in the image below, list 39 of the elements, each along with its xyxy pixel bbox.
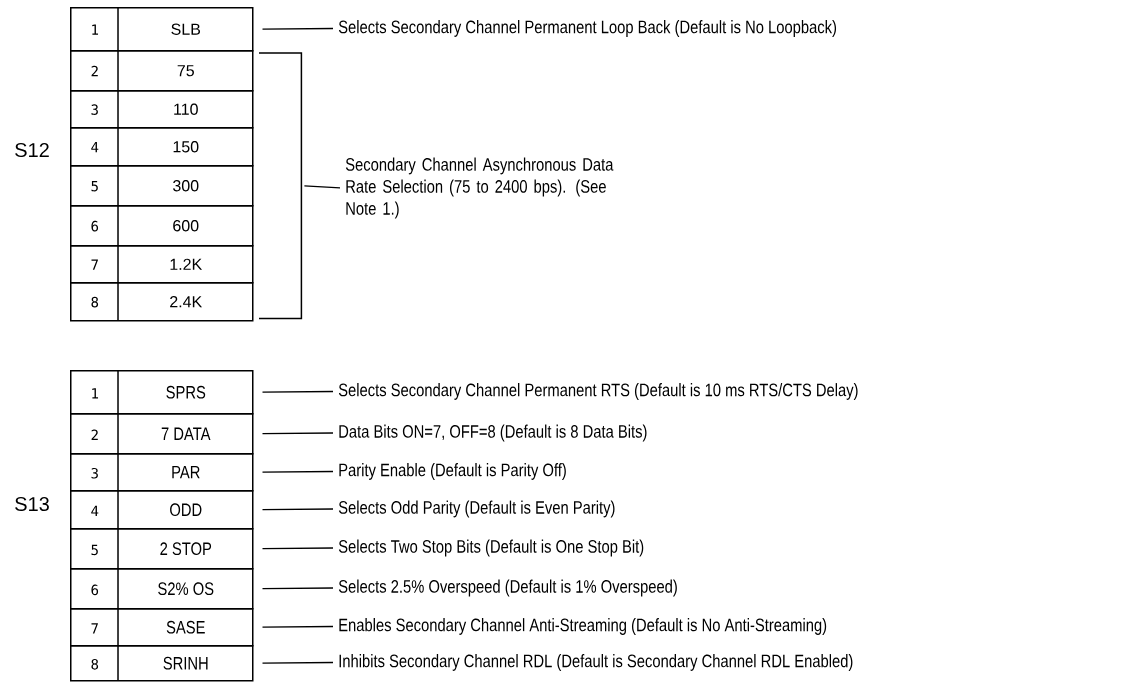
switch-row: 7 SASE [70,607,254,647]
description-text: Selects Odd Parity (Default is Even Parity) [338,500,615,518]
leader-line [261,625,334,628]
switch-row: 1 SLB [70,6,254,52]
leader-line [261,547,334,550]
leader-line [303,185,341,189]
description-text: Selects Secondary Channel Permanent RTS (Default is 10 ms RTS/CTS Delay) [338,383,858,400]
description-text: Selects 2.5% Overspeed (Default is 1% Overspeed) [338,579,677,597]
leader-line [261,390,334,393]
description-text: Data Bits ON=7, OFF=8 (Default is 8 Data Bits) [339,424,647,442]
switch-row: 4 ODD [70,489,254,530]
switch-row: 3 PAR [70,452,254,492]
switch-row: 7 1.2K [70,244,254,284]
leader-line [261,432,334,435]
leader-line [261,661,334,664]
switch-row: 5 2 STOP [70,527,254,570]
description-text: Selects Secondary Channel Permanent Loop Back (Default is No Loopback) [338,20,837,37]
switch-row: 5 300 [70,164,254,207]
switch-row: 2 75 [70,49,254,92]
leader-line [261,27,334,30]
switch-row: 2 7 DATA [70,412,254,455]
switch-row: 3 110 [70,89,254,129]
switch-row: 4 150 [70,126,254,167]
switch-row: 8 2.4K [70,281,254,322]
bracket [258,52,303,320]
description-text: Selects Two Stop Bits (Default is One Stop Bit) [338,539,644,557]
switch-row: 6 S2% OS [70,567,254,610]
switch-row: 8 SRINH [70,644,254,682]
switch-row: 6 600 [70,204,254,247]
leader-line [261,587,334,590]
description-text: Inhibits Secondary Channel RDL (Default is Secondary Channel RDL Enabled) [339,654,853,671]
description-text: Secondary Channel Asynchronous Data Rate Selection (75 to 2400 bps). (See Note 1.) [345,157,614,219]
switch-row: 1 SPRS [70,369,254,415]
description-text: Parity Enable (Default is Parity Off) [339,463,566,480]
switch-label: S12 [15,142,49,158]
description-text: Enables Secondary Channel Anti-Streaming (Default is No Anti-Streaming) [339,618,827,635]
switch-label: S13 [15,496,49,512]
leader-line [261,470,334,473]
leader-line [261,508,334,511]
